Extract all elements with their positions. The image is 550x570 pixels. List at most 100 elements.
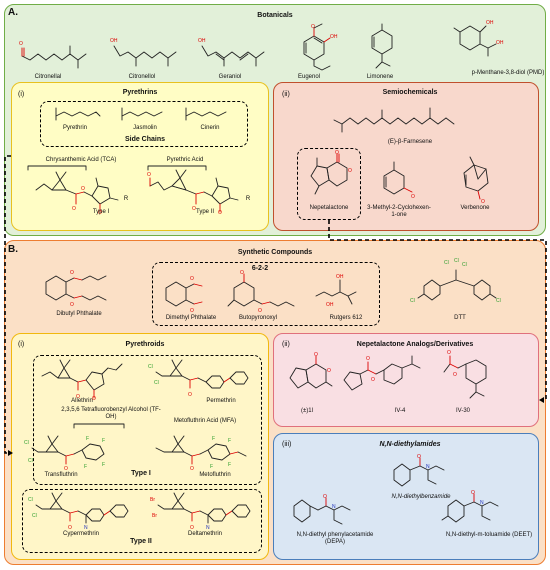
type-1-pyrethrin-structure: OOO: [27, 165, 119, 216]
botanicals-title: Botanicals: [257, 12, 293, 19]
metofluthrin-label: Metofluthrin: [199, 472, 231, 478]
methylcyclohexenone-label: 3-Methyl-2-Cyclohexen-1-one: [367, 205, 431, 218]
svg-text:O: O: [190, 276, 194, 282]
citronellol-structure: OH: [110, 38, 177, 67]
svg-text:O: O: [190, 466, 194, 472]
svg-text:OH: OH: [110, 38, 118, 44]
analogs-arrowhead: [539, 397, 544, 403]
svg-text:F: F: [86, 436, 89, 442]
svg-text:O: O: [447, 350, 451, 356]
amides-title: N,N-diethylamides: [379, 441, 441, 448]
deltamethrin-label: Deltamethrin: [187, 531, 222, 537]
dimethyl-phthalate-structure: OO: [165, 276, 203, 314]
svg-text:O: O: [371, 377, 375, 383]
section-b-letter: B.: [8, 244, 18, 255]
svg-text:Cl: Cl: [154, 380, 159, 386]
depa-label: N,N-diethyl phenylacetamide (DEPA): [296, 532, 374, 545]
farnesene-label: (E)-β-Farnesene: [387, 139, 433, 145]
svg-text:O: O: [366, 356, 370, 362]
type-1-pyrethroids-label: Type I: [131, 470, 151, 477]
cypermethrin-label: Cypermethrin: [62, 531, 99, 537]
cinerin-label: Cinerin: [200, 125, 220, 131]
analog-iv4-label: IV-4: [394, 408, 406, 414]
analog-1l-structure: OO: [289, 352, 333, 389]
svg-text:N: N: [206, 525, 210, 531]
six-two-two-box: [152, 262, 380, 326]
svg-text:O: O: [453, 372, 457, 378]
pyrethrins-panel: [11, 82, 269, 231]
geraniol-label: Geraniol: [218, 74, 242, 80]
nepetalactone-structure: OO: [310, 150, 352, 195]
type-2-pyrethroids-box: [22, 489, 262, 553]
semiochemicals-roman: (ii): [282, 91, 290, 98]
analogs-roman: (ii): [282, 341, 290, 348]
limonene-label: Limonene: [366, 74, 394, 80]
rutgers-612-structure: OH OH: [315, 274, 357, 308]
svg-text:Cl: Cl: [24, 440, 29, 446]
svg-text:O: O: [72, 206, 76, 212]
citronellal-structure: O: [19, 41, 87, 69]
dtt-label: DTT: [454, 315, 466, 321]
svg-text:OH: OH: [326, 302, 334, 308]
pyrethrins-roman: (i): [18, 91, 25, 98]
pyrethrins-side-chains-box: [40, 101, 248, 147]
dibutyl-phthalate-label: Dibutyl Phthalate: [56, 311, 102, 317]
svg-text:Cl: Cl: [28, 458, 33, 464]
type-2-pyrethrin-structure: OOO: [147, 165, 239, 216]
svg-text:O: O: [471, 490, 475, 496]
svg-text:F: F: [84, 464, 87, 470]
svg-text:OH: OH: [336, 274, 344, 280]
semiochemicals-title: Semiochemicals: [382, 89, 438, 96]
svg-text:O: O: [19, 41, 23, 47]
nepetalactone-label: Nepetalactone: [309, 205, 349, 211]
svg-text:F: F: [102, 462, 105, 468]
svg-text:Cl: Cl: [454, 258, 459, 264]
type-1-pyrethroids-box: [33, 355, 262, 485]
allethrin-label: Allethrin: [71, 398, 93, 404]
pyrethrins-to-pyrethroids-arrow: [4, 155, 11, 454]
r-group-label-1: R: [123, 196, 129, 202]
pyrethric-acid-label: Pyrethric Acid: [166, 157, 204, 163]
svg-text:O: O: [64, 466, 68, 472]
mfa-label: Metofluthrin Acid (MFA): [173, 418, 237, 424]
svg-text:O: O: [92, 396, 96, 402]
butopyronoxyl-structure: OO: [227, 270, 295, 314]
pyrethrin-side-chain: [55, 107, 101, 121]
analog-iv4-structure: OO: [343, 355, 421, 391]
type-2-pyrethroids-label: Type II: [130, 538, 152, 545]
cinerin-side-chain: [185, 107, 227, 121]
nepetalactone-box: [297, 148, 361, 220]
citronellol-label: Citronellol: [128, 74, 156, 80]
verbenone-label: Verbenone: [460, 205, 490, 211]
svg-text:O: O: [481, 199, 485, 205]
svg-text:F: F: [210, 464, 213, 470]
pyrethroids-roman: (i): [18, 341, 25, 348]
svg-text:Cl: Cl: [496, 298, 501, 304]
svg-text:F: F: [228, 462, 231, 468]
jasmolin-label: Jasmolin: [133, 125, 157, 131]
farnesene-structure: [333, 107, 455, 133]
svg-text:O: O: [98, 210, 102, 216]
svg-text:O: O: [70, 270, 74, 276]
pyrethroids-arrowhead: [8, 450, 13, 456]
svg-text:O: O: [190, 525, 194, 531]
nepetalactone-to-analogs-arrow: [328, 220, 547, 401]
svg-text:F: F: [102, 438, 105, 444]
depa-structure: ON: [293, 494, 351, 525]
dimethyl-phthalate-label: Dimethyl Phthalate: [165, 315, 217, 321]
limonene-structure: [371, 23, 393, 69]
svg-text:Br: Br: [152, 513, 157, 519]
svg-text:O: O: [68, 525, 72, 531]
svg-text:O: O: [335, 150, 339, 156]
svg-text:Cl: Cl: [148, 364, 153, 370]
methylcyclohexenone-structure: O: [383, 161, 415, 200]
pyrethroids-title: Pyrethroids: [125, 341, 165, 348]
